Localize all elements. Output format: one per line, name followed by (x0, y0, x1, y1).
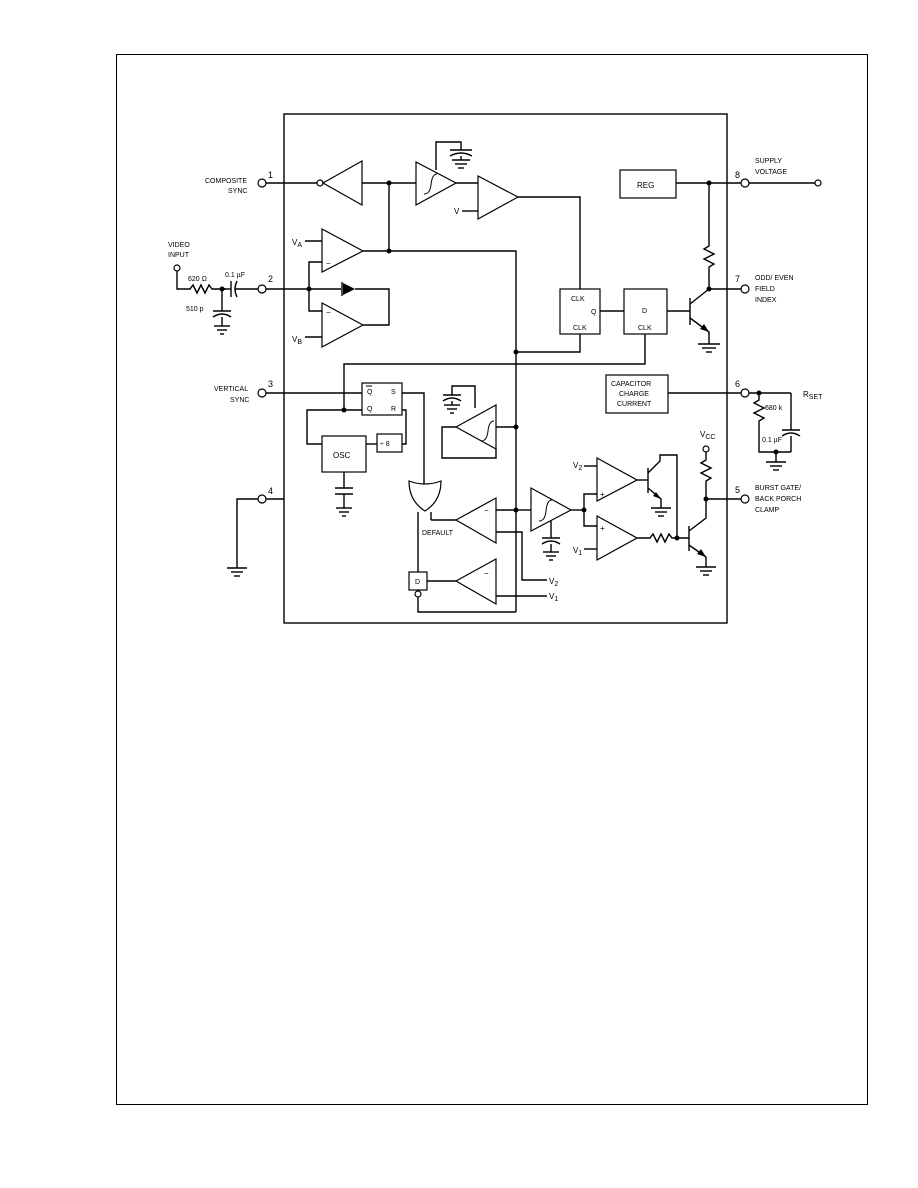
schmitt-comparator-top (415, 161, 458, 207)
pin-7-number: 7 (735, 274, 740, 284)
clamp-comparator-b (321, 301, 365, 349)
vcc-terminal (702, 445, 710, 453)
ref-v2-left: V2 (549, 577, 558, 588)
supply-terminal (814, 179, 822, 187)
ff1-clk-label: CLK (571, 296, 585, 303)
input-buffer (321, 159, 363, 207)
default-label: DEFAULT (422, 530, 454, 537)
burst-upper-plus: + (600, 490, 605, 499)
pin-7-label-line1: ODD/ EVEN (755, 275, 794, 282)
schmitt-comparator-mid (454, 403, 497, 451)
pin-1-terminal (257, 178, 267, 188)
regulator-block (619, 169, 677, 199)
pin-1-label-line1: COMPOSITE (205, 178, 247, 185)
charge-label-line1: CAPACITOR (611, 381, 651, 388)
ref-vb: VB (292, 335, 302, 346)
vcc-label: VCC (700, 430, 715, 441)
ref-v2-right: V2 (573, 461, 582, 472)
charge-label-line3: CURRENT (617, 401, 652, 408)
regulator-label: REG (637, 181, 654, 190)
rs-qbar-label: Q (367, 389, 373, 396)
bottom-comparator (454, 557, 497, 606)
charge-label-line2: CHARGE (619, 391, 649, 398)
default-comparator (454, 496, 497, 545)
pin-4-number: 4 (268, 486, 273, 496)
pin-6-terminal (740, 388, 750, 398)
pin-5-number: 5 (735, 485, 740, 495)
ref-v-label: V (454, 207, 460, 216)
flip-flop-1 (559, 288, 601, 335)
divider-label: ÷ 8 (380, 441, 390, 448)
pin-3-label-line2: SYNC (230, 397, 249, 404)
rs-s-label: S (391, 389, 396, 396)
osc-label: OSC (333, 451, 351, 460)
video-resistor-label: 620 Ω (188, 276, 207, 283)
pin-3-number: 3 (268, 379, 273, 389)
video-input-terminal (173, 264, 181, 272)
ref-va: VA (292, 238, 302, 249)
clamp-a-minus: − (326, 259, 331, 268)
pin-6-number: 6 (735, 379, 740, 389)
pin-7-terminal (740, 284, 750, 294)
pin-4-terminal (257, 494, 267, 504)
rs-r-label: R (391, 406, 396, 413)
pin-5-label-line3: CLAMP (755, 507, 779, 514)
pin-1-label-line2: SYNC (228, 188, 247, 195)
ff2-clk-label: CLK (638, 325, 652, 332)
rs-flip-flop (361, 382, 403, 416)
burst-comparator-upper (596, 456, 639, 502)
c01-label: 0.1 µF (762, 437, 782, 444)
burst-lower-plus: + (600, 524, 605, 533)
divider-block (376, 433, 403, 453)
rs-q-label: Q (367, 406, 373, 413)
pin-5-terminal (740, 494, 750, 504)
ff1-clk2-label: CLK (573, 325, 587, 332)
clamp-diode (343, 283, 355, 295)
bottom-comp-minus: − (484, 569, 489, 578)
burst-comparator-lower (596, 514, 639, 562)
ff2-d-label: D (642, 308, 647, 315)
rset-label: RSET (803, 390, 823, 401)
default-comp-minus: − (484, 506, 489, 515)
diagram-frame (116, 54, 868, 1105)
clamp-b-minus: − (326, 308, 331, 317)
pin-5-label-line2: BACK PORCH (755, 496, 801, 503)
charge-current-block (605, 374, 669, 414)
pin-8-number: 8 (735, 170, 740, 180)
pin-7-label-line2: FIELD (755, 286, 775, 293)
video-input-line2: INPUT (168, 252, 190, 259)
video-input-line1: VIDEO (168, 242, 190, 249)
pin-1-number: 1 (268, 170, 273, 180)
ic-outline (283, 113, 728, 624)
clamp-comparator-a (321, 227, 365, 273)
flip-flop-2 (623, 288, 668, 335)
pin-8-label-line2: VOLTAGE (755, 169, 787, 176)
d-latch-label: D (415, 579, 420, 586)
or-gate (408, 480, 442, 512)
comparator-top (477, 175, 520, 221)
pin-5-label-line1: BURST GATE/ (755, 485, 801, 492)
pin-3-terminal (257, 388, 267, 398)
ref-v1-right: V1 (573, 546, 582, 557)
pin-2-terminal (257, 284, 267, 294)
ff1-q-label: Q (591, 309, 597, 316)
pin-8-terminal (740, 178, 750, 188)
pin-3-label-line1: VERTICAL (214, 386, 248, 393)
pin-2-number: 2 (268, 274, 273, 284)
pin-8-label-line1: SUPPLY (755, 158, 782, 165)
video-cap-label: 510 p (186, 306, 204, 313)
coupling-cap-label: 0.1 µF (225, 272, 245, 279)
r680k-label: 680 k (765, 405, 783, 412)
ref-v1-left: V1 (549, 592, 558, 603)
pin-7-label-line3: INDEX (755, 297, 777, 304)
